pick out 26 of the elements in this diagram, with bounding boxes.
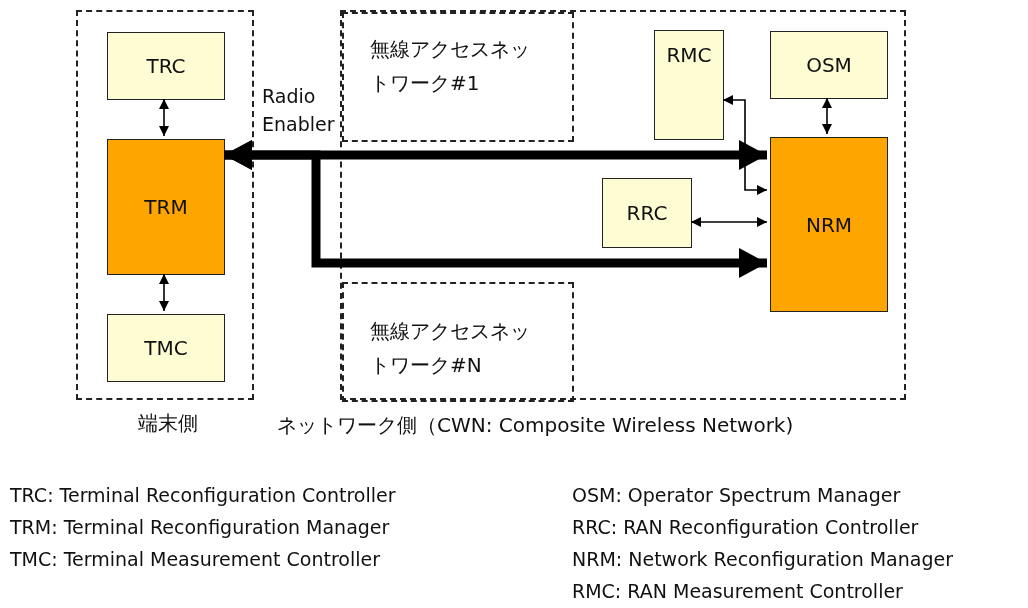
double-arrow (159, 273, 169, 312)
double-arrow (690, 217, 768, 227)
double-arrow (822, 97, 832, 135)
abbreviation-note: RRC: RAN Reconfiguration Controller (572, 516, 919, 538)
group-title: ネットワーク側（CWN: Composite Wireless Network) (277, 412, 794, 439)
abbreviation-note: TMC: Terminal Measurement Controller (10, 548, 380, 570)
thick-arrow (224, 140, 767, 278)
abbreviation-note: TRC: Terminal Reconfiguration Controller (10, 484, 396, 506)
abbreviation-note: OSM: Operator Spectrum Manager (572, 484, 901, 506)
component-box: TMC (107, 314, 225, 382)
abbreviation-note: NRM: Network Reconfiguration Manager (572, 548, 953, 570)
component-box: NRM (770, 137, 888, 312)
component-box: TRM (107, 139, 225, 275)
region-title: 無線アクセスネットワーク#1 (370, 36, 531, 97)
double-arrow (159, 98, 169, 137)
abbreviation-note: RMC: RAN Measurement Controller (572, 580, 903, 602)
controller-bar: RMC (654, 30, 724, 140)
component-box: OSM (770, 31, 888, 99)
component-box: TRC (107, 32, 225, 100)
network-region (342, 12, 574, 142)
network-region (342, 282, 574, 402)
group-title: 端末側 (138, 410, 198, 437)
abbreviation-note: TRM: Terminal Reconfiguration Manager (10, 516, 390, 538)
region-title: 無線アクセスネットワーク#N (370, 318, 531, 379)
component-box: RRC (602, 178, 692, 248)
double-arrow (722, 95, 768, 195)
